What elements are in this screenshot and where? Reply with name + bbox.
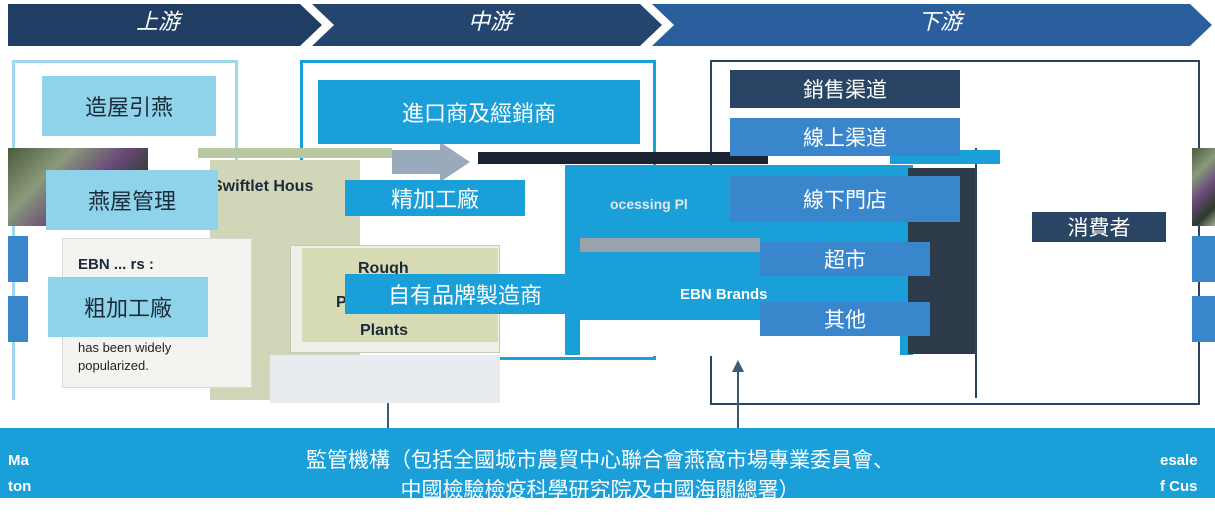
box-other: 其他 [760, 302, 930, 336]
stage-arrow-upstream [8, 4, 322, 46]
ghost-brands: EBN Brands [680, 286, 768, 303]
banner-gap-left [0, 498, 230, 523]
box-house-management: 燕屋管理 [46, 170, 218, 230]
ghost-dark-bar [478, 152, 768, 164]
banner-gap-right [290, 498, 1215, 523]
regulator-banner [0, 428, 1215, 498]
right-edge-block [1192, 236, 1215, 282]
swiftlet-photo-right [1192, 148, 1215, 226]
stage-banner [8, 4, 1212, 46]
box-online-channel: 線上渠道 [730, 118, 960, 156]
box-build-house: 造屋引燕 [42, 76, 216, 136]
stage-label-upstream: 上游 [135, 10, 180, 35]
ghost-rough-1: Rough [358, 260, 409, 277]
banner-right-frag-2: f Cus [1160, 478, 1198, 495]
ghost-rough-2: P [336, 294, 347, 311]
regulator-line-2: 中國檢驗檢疫科學研究院及中國海關總署） [400, 478, 800, 502]
banner-right-frag-1: esale [1160, 452, 1198, 469]
left-edge-block-2 [8, 296, 28, 342]
box-fine-processing: 精加工廠 [345, 180, 525, 216]
banner-left-frag-1: Ma [8, 452, 29, 469]
right-edge-block-2 [1192, 296, 1215, 342]
regulator-line-1: 監管機構（包括全國城市農貿中心聯合會燕窩市場專業委員會、 [306, 448, 894, 472]
ghost-subtext: EBN ... rs : [78, 256, 154, 273]
banner-left-frag-2: ton [8, 478, 32, 495]
ghost-plants: Plants [360, 322, 409, 339]
box-rough-processing: 粗加工廠 [48, 277, 208, 337]
stage-arrow-downstream [652, 4, 1212, 46]
ghost-heading: Swiftlet Hous [212, 178, 314, 195]
box-importers-distributors: 進口商及經銷商 [318, 80, 640, 144]
ghost-desc-2: popularized. [78, 358, 149, 373]
ghost-processing: ocessing Pl [610, 196, 688, 212]
box-consumer: 消費者 [1032, 212, 1166, 242]
box-sales-channels: 銷售渠道 [730, 70, 960, 108]
box-offline-store: 線下門店 [730, 176, 960, 222]
stage-label-downstream: 下游 [917, 10, 962, 35]
ghost-desc-1: has been widely [78, 340, 172, 355]
stage-label-midstream: 中游 [467, 10, 512, 35]
stage-arrow-midstream [312, 4, 662, 46]
ghost-gray-bar [580, 238, 760, 252]
consumer-panel [975, 148, 1191, 398]
left-edge-block [8, 236, 28, 282]
ghost-bar [198, 148, 392, 158]
box-own-brand-manufacturer: 自有品牌製造商 [345, 274, 585, 314]
box-supermarket: 超市 [760, 242, 930, 276]
